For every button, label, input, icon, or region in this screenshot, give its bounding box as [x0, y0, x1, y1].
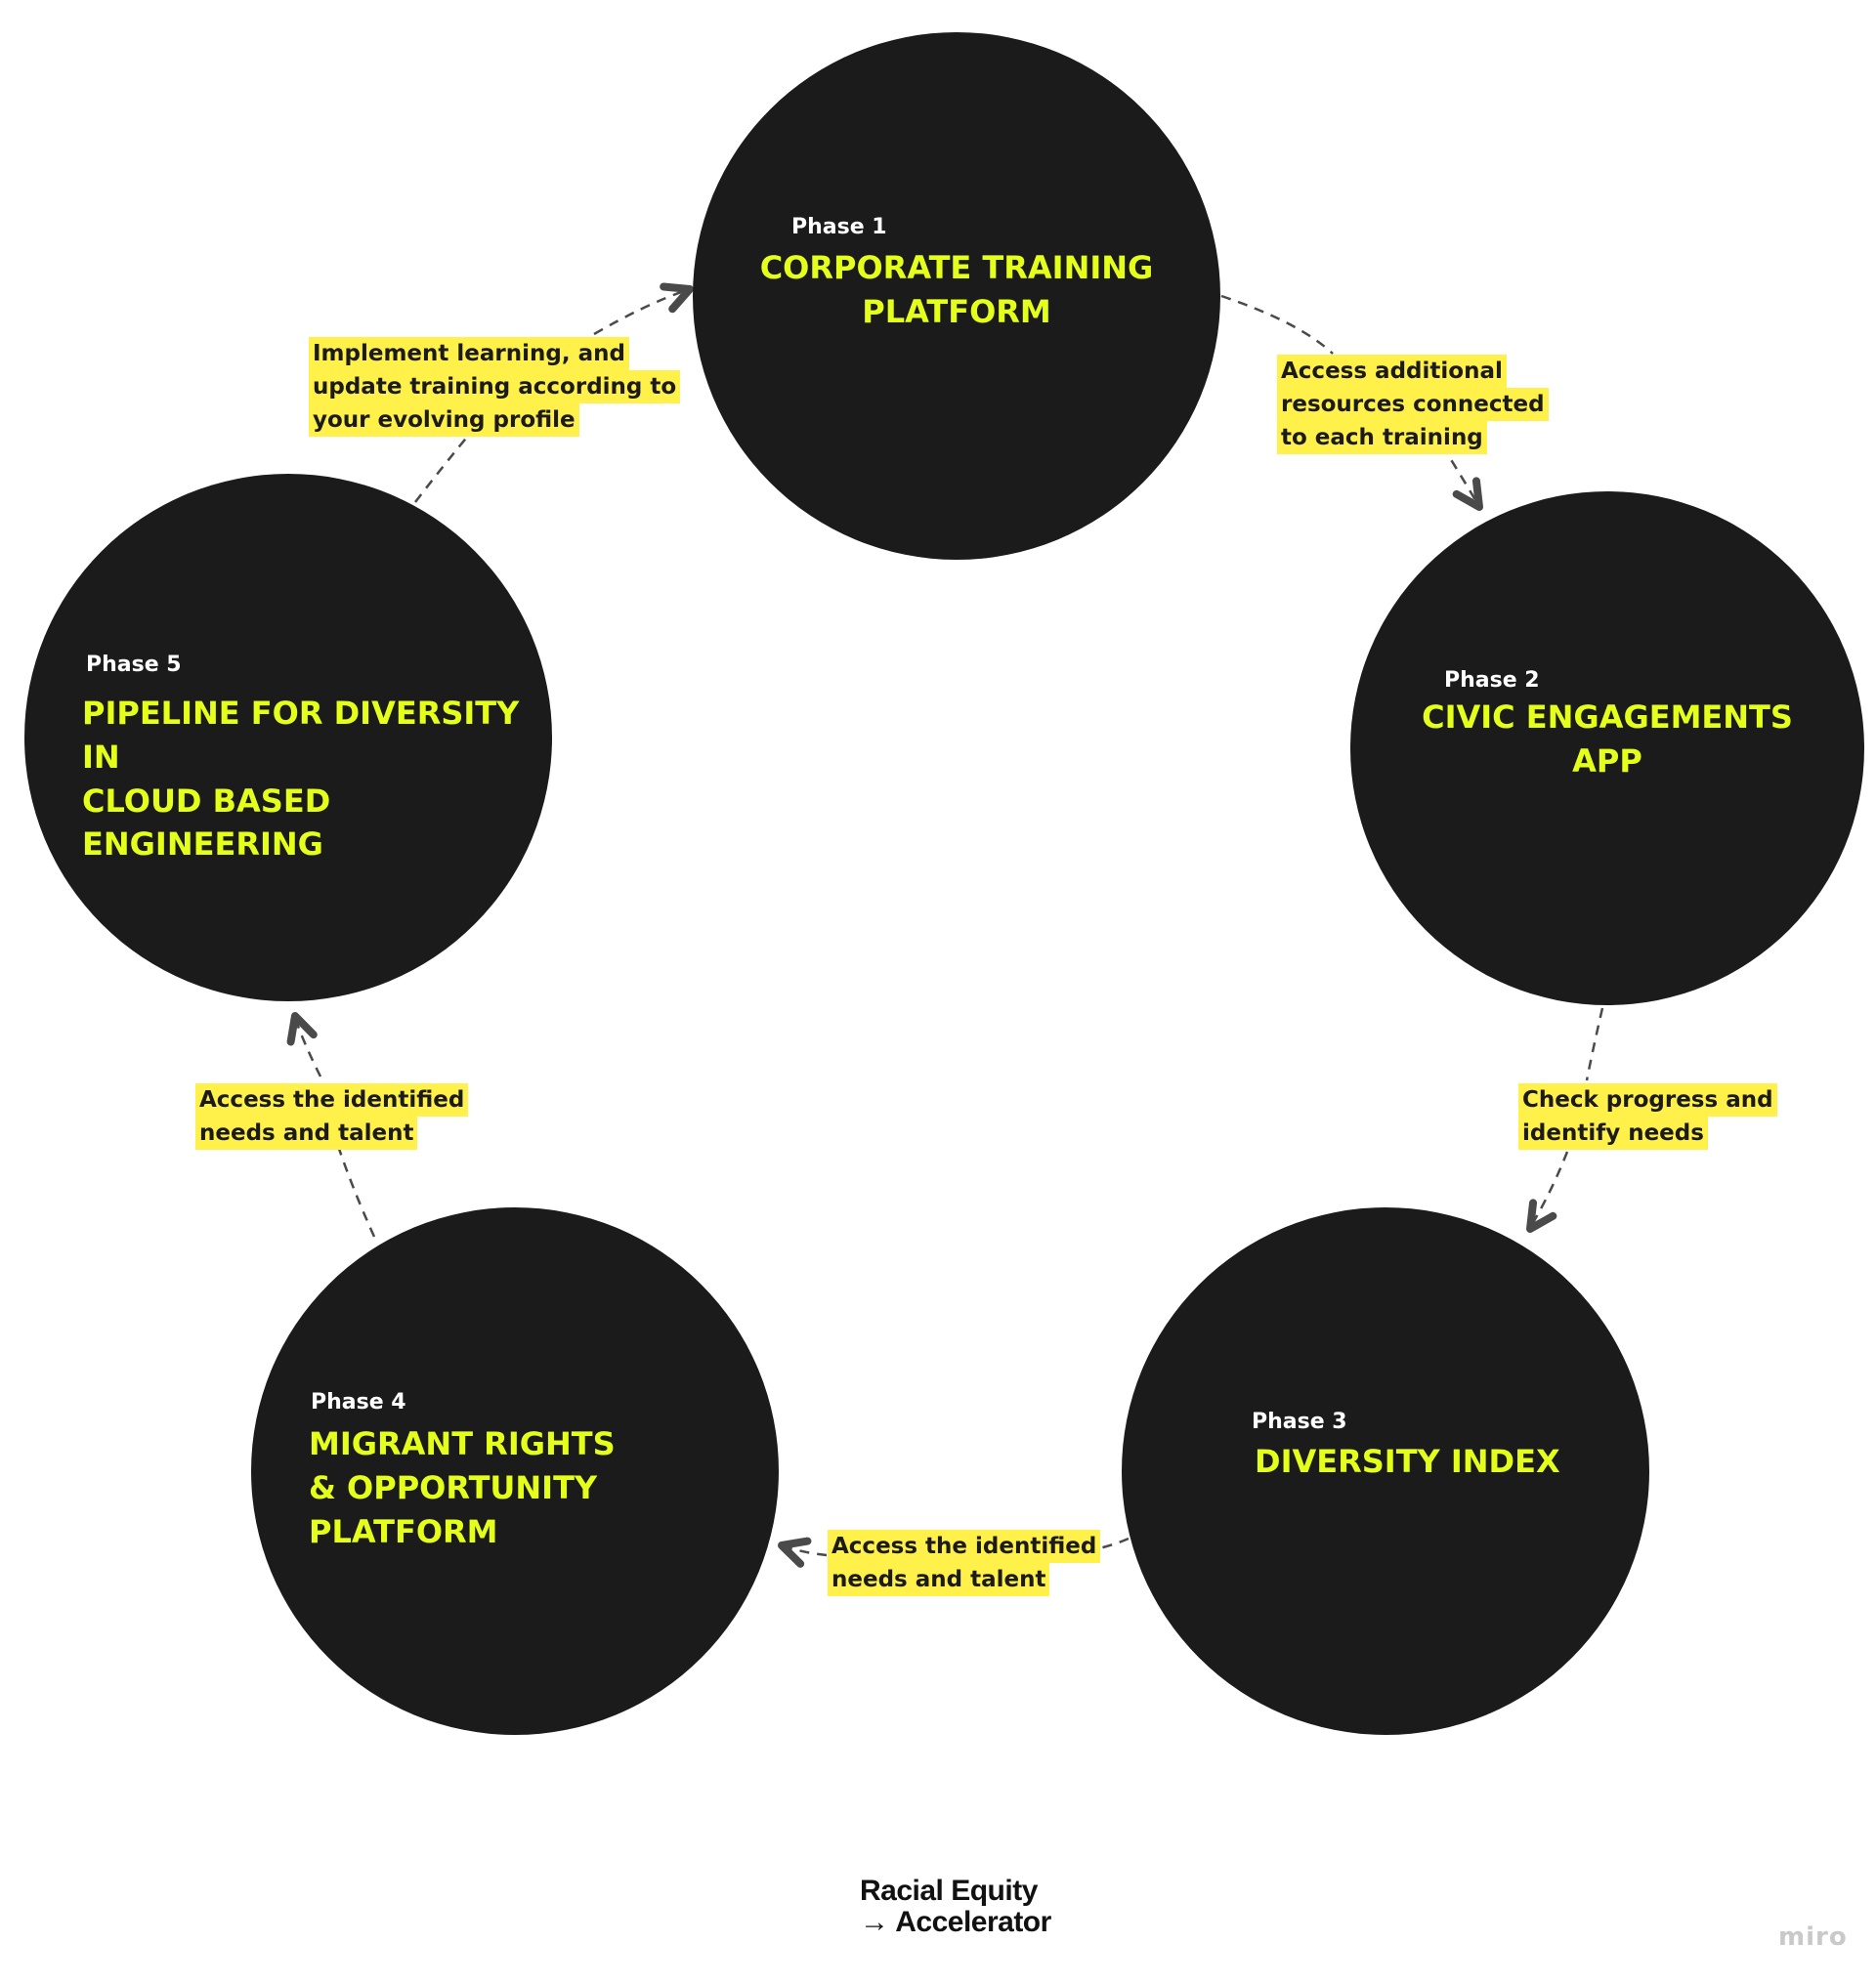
phase-1-title: CORPORATE TRAINING PLATFORM	[759, 249, 1154, 330]
phase-3-circle[interactable]: Phase 3 DIVERSITY INDEX	[1122, 1207, 1649, 1735]
phase-1-circle[interactable]: Phase 1 CORPORATE TRAINING PLATFORM	[693, 32, 1220, 560]
note-line: Implement learning, and	[309, 337, 629, 370]
phase-5-title: PIPELINE FOR DIVERSITY IN CLOUD BASED EN…	[82, 695, 520, 864]
note-line: Access additional	[1277, 355, 1507, 388]
note-line: Access the identified	[828, 1530, 1101, 1563]
miro-watermark: miro	[1778, 1922, 1848, 1952]
phase-2-circle[interactable]: Phase 2 CIVIC ENGAGEMENTS APP	[1350, 491, 1864, 1005]
note-line: needs and talent	[195, 1117, 418, 1150]
chevron-arrow-icon	[286, 1012, 318, 1046]
brand-line-2: → Accelerator	[860, 1906, 1051, 1938]
transition-note-5-1[interactable]: Implement learning, and update training …	[309, 337, 681, 437]
chevron-arrow-icon	[1452, 477, 1483, 511]
brand-line-1: Racial Equity	[860, 1875, 1038, 1907]
phase-2-label: Phase 2	[1444, 668, 1540, 693]
chevron-arrow-icon	[1526, 1199, 1557, 1233]
note-line: resources connected	[1277, 388, 1549, 421]
transition-note-1-2[interactable]: Access additional resources connected to…	[1277, 355, 1549, 454]
connector-phase5-to-phase1[interactable]	[414, 289, 685, 503]
transition-note-4-5[interactable]: Access the identified needs and talent	[195, 1083, 469, 1150]
phase-1-label: Phase 1	[791, 215, 887, 239]
note-line: your evolving profile	[309, 403, 579, 437]
phase-2-title: CIVIC ENGAGEMENTS APP	[1422, 698, 1793, 780]
phase-5-circle[interactable]: Phase 5 PIPELINE FOR DIVERSITY IN CLOUD …	[24, 474, 552, 1001]
transition-note-2-3[interactable]: Check progress and identify needs	[1518, 1083, 1777, 1150]
chevron-arrow-icon	[778, 1537, 812, 1568]
note-line: to each training	[1277, 421, 1487, 454]
connector-phase2-to-phase3[interactable]	[1532, 1007, 1604, 1222]
racial-equity-accelerator-logo: Racial Equity → Accelerator	[860, 1876, 1051, 1938]
phase-4-circle[interactable]: Phase 4 MIGRANT RIGHTS & OPPORTUNITY PLA…	[251, 1207, 779, 1735]
phase-4-title: MIGRANT RIGHTS & OPPORTUNITY PLATFORM	[309, 1425, 616, 1550]
transition-note-3-4[interactable]: Access the identified needs and talent	[828, 1530, 1101, 1596]
note-line: update training according to	[309, 370, 681, 403]
connector-phase4-to-phase5[interactable]	[294, 1020, 376, 1238]
phase-4-label: Phase 4	[311, 1390, 406, 1415]
note-line: Access the identified	[195, 1083, 469, 1117]
phase-3-title: DIVERSITY INDEX	[1255, 1443, 1560, 1480]
phase-3-label: Phase 3	[1252, 1410, 1347, 1434]
note-line: needs and talent	[828, 1563, 1050, 1596]
note-line: identify needs	[1518, 1117, 1708, 1150]
phase-5-label: Phase 5	[86, 653, 182, 677]
note-line: Check progress and	[1518, 1083, 1777, 1117]
chevron-arrow-icon	[660, 282, 694, 314]
